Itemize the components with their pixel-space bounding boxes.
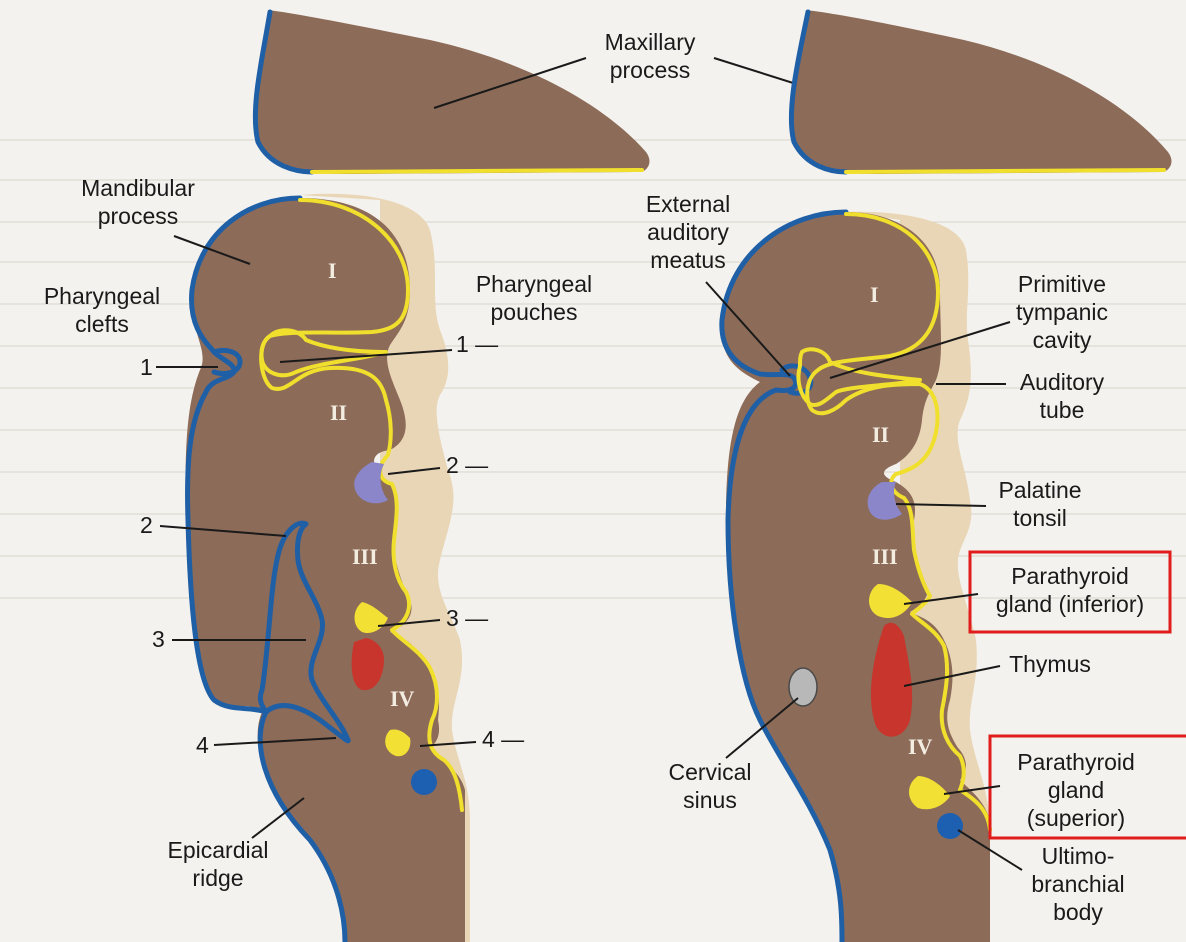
left-ultimobranchial — [411, 769, 437, 795]
right-arch-I: I — [870, 282, 879, 307]
cleft-number-4: 4 — [196, 732, 209, 758]
left-arch-II: II — [330, 400, 347, 425]
left-embryo: I II III IV — [186, 10, 650, 942]
right-maxillary-process — [791, 10, 1171, 174]
label-thymus: Thymus — [1009, 651, 1091, 677]
cleft-number-1: 1 — [140, 354, 153, 380]
right-maxillary-endoderm — [846, 170, 1164, 172]
left-arch-III: III — [352, 544, 378, 569]
right-arch-IV: IV — [908, 734, 933, 759]
left-arch-I: I — [328, 258, 337, 283]
right-ultimobranchial — [937, 813, 963, 839]
left-arch-IV: IV — [390, 686, 415, 711]
right-arch-III: III — [872, 544, 898, 569]
pouch-number-3: 3 — — [446, 605, 488, 631]
pouch-number-4: 4 — — [482, 726, 524, 752]
right-cervical-sinus — [789, 668, 817, 706]
pouch-number-2: 2 — — [446, 452, 488, 478]
right-arch-II: II — [872, 422, 889, 447]
pouch-number-1: 1 — — [456, 331, 498, 357]
left-maxillary-process — [255, 10, 649, 174]
cleft-number-3: 3 — [152, 626, 165, 652]
left-maxillary-endoderm — [312, 170, 642, 172]
cleft-number-2: 2 — [140, 512, 153, 538]
